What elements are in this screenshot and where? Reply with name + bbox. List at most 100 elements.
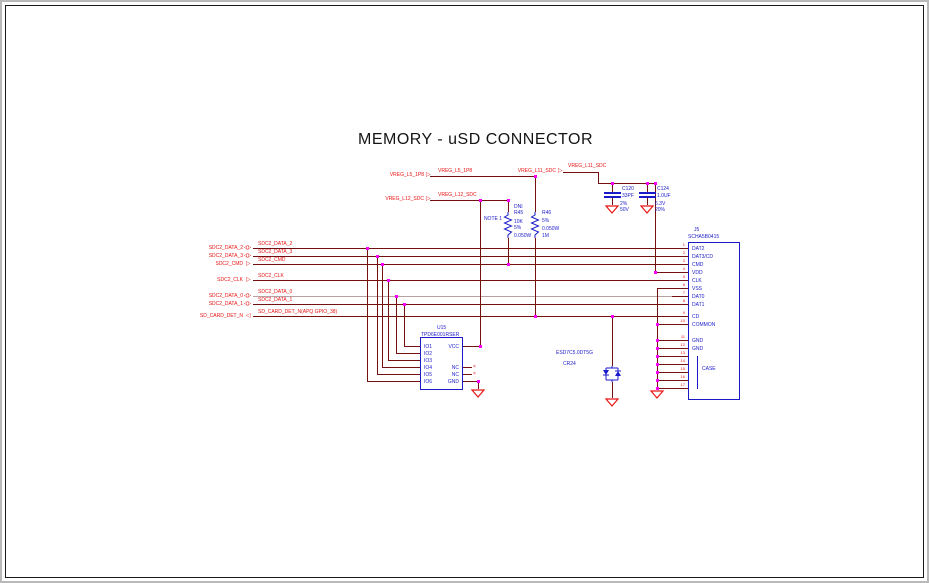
c124-refdes: C124	[657, 186, 669, 192]
c120-capacitor-symbol	[604, 192, 621, 194]
netname-sdc2-cmd: SDC2_CMD	[258, 257, 286, 263]
netname-vreg-l11: VREG_L11_SDC	[568, 163, 607, 169]
c120-capacitor-symbol	[604, 196, 621, 198]
j5-common-stub	[657, 324, 688, 325]
port-sdc2-cmd: SDC2_CMD	[215, 261, 243, 267]
junction-dot	[654, 182, 657, 185]
j5-pin-number: 12	[680, 342, 685, 347]
r45-note: NOTE 1	[483, 216, 502, 222]
bidi-arrow-icon: ◁▷	[244, 252, 251, 259]
c120-top-lead	[612, 183, 613, 192]
junction-dot	[479, 199, 482, 202]
resistor-r45-symbol	[503, 212, 513, 238]
j5-pin-number: 9	[682, 310, 685, 315]
port-sdc2-data3: SDC2_DATA_3	[208, 253, 243, 259]
junction-dot	[376, 255, 379, 258]
vdd-pin-wire	[655, 272, 688, 273]
junction-dot	[381, 263, 384, 266]
r45-top-lead	[508, 200, 509, 212]
ground-symbol-icon	[639, 205, 655, 214]
io6-wire	[367, 381, 420, 382]
tap-io6-v	[367, 248, 368, 381]
c120-voltage: 50V	[620, 207, 629, 213]
j5-pin-common: COMMON	[692, 322, 716, 328]
r46-bottom-lead	[535, 238, 536, 316]
c124-top-lead	[647, 183, 648, 192]
io5-wire	[377, 374, 420, 375]
u15-pin-nc1: NC	[451, 365, 459, 371]
io1-wire	[404, 346, 420, 347]
port-sdc2-data2: SDC2_DATA_2	[208, 245, 243, 251]
junction-dot	[534, 315, 537, 318]
resistor-r46-symbol	[530, 212, 540, 238]
ground-symbol-icon	[604, 205, 620, 214]
j5-pin-number: 5	[682, 274, 685, 279]
net-sdc2-data0-wire	[253, 296, 672, 297]
netname-sdc2-clk: SDC2_CLK	[258, 273, 284, 279]
netname-sdc2-data3: SDC2_DATA_3	[258, 249, 293, 255]
junction-dot	[656, 347, 659, 350]
j5-case2-stub	[657, 364, 688, 365]
c120-tolerance: 2%	[620, 201, 628, 207]
j5-pin-dat0: DAT0	[692, 294, 705, 300]
bidi-arrow-icon: ◁▷	[244, 300, 251, 307]
u15-refdes: U15	[437, 325, 447, 331]
junction-dot	[656, 355, 659, 358]
junction-dot	[395, 295, 398, 298]
rail-vreg-l12-wire	[430, 200, 508, 201]
r45-value: 10K	[514, 219, 523, 225]
j5-pin-number: 3	[682, 258, 685, 263]
page-title: MEMORY - uSD CONNECTOR	[358, 131, 594, 148]
c124-capacitor-symbol	[639, 196, 656, 198]
j5-gnd2-stub	[657, 348, 688, 349]
cr24-refdes: CR24	[563, 361, 576, 367]
c120-value: 33PF	[622, 193, 634, 199]
u15-part-number: TPD6E001RSER	[421, 332, 460, 338]
j5-case4-stub	[657, 380, 688, 381]
j5-pin-number: 7	[682, 290, 685, 295]
port-vreg-l11: VREG_L11_SDC	[517, 168, 556, 174]
j5-pin-case: CASE	[702, 366, 716, 372]
u15-pin-vcc: VCC	[448, 344, 459, 350]
u15-pin-gnd: GND	[447, 379, 459, 385]
junction-dot	[654, 271, 657, 274]
j5-pin-dat3cd: DAT3/CD	[692, 254, 714, 260]
r45-power-rating: 0.050W	[514, 233, 532, 239]
netname-sd-card-det: SD_CARD_DET_N(APQ GPIO_38)	[258, 309, 338, 315]
netname-sdc2-data2: SDC2_DATA_2	[258, 241, 293, 247]
port-vreg-l5: VREG_L5_1P8	[389, 172, 424, 178]
j5-case3-stub	[657, 372, 688, 373]
nc-mark-icon: ×	[473, 364, 476, 370]
ground-symbol-icon	[604, 398, 620, 407]
ground-symbol-icon	[470, 389, 486, 398]
u15-gnd-stub	[462, 381, 478, 382]
j5-pin-number: 15	[680, 366, 685, 371]
j5-pin-dat2: DAT2	[692, 246, 705, 252]
j5-pin-number: 1	[682, 242, 685, 247]
tap-io1-v	[404, 304, 405, 346]
junction-dot	[646, 182, 649, 185]
cr24-part-number: ESD7C5.0DT5G	[556, 350, 593, 356]
netname-sdc2-data0: SDC2_DATA_0	[258, 289, 293, 295]
junction-dot	[656, 363, 659, 366]
tap-io4-v	[382, 264, 383, 367]
rail-vreg-l5-wire	[430, 176, 535, 177]
u15-pin-io4: IO4	[424, 365, 433, 371]
cr24-top-lead	[612, 316, 613, 366]
u15-pin-io3: IO3	[424, 358, 433, 364]
u15-vcc-riser	[480, 200, 481, 346]
junction-dot	[477, 380, 480, 383]
r46-top-lead	[535, 176, 536, 212]
j5-pin-number: 17	[680, 382, 685, 387]
j5-pin-cd: CD	[692, 314, 700, 320]
cr24-tvs-diode-symbol	[603, 366, 621, 382]
c124-value: 1.0UF	[657, 193, 671, 199]
right-arrow-icon: ▷	[426, 171, 430, 178]
u15-pin-nc2: NC	[451, 372, 459, 378]
cr24-bottom-lead	[612, 382, 613, 398]
right-arrow-icon: ▷	[246, 260, 250, 267]
rail-vreg-l11-run	[598, 183, 655, 184]
r45-refdes: R45	[514, 210, 524, 216]
j5-pin-vss: VSS	[692, 286, 703, 292]
